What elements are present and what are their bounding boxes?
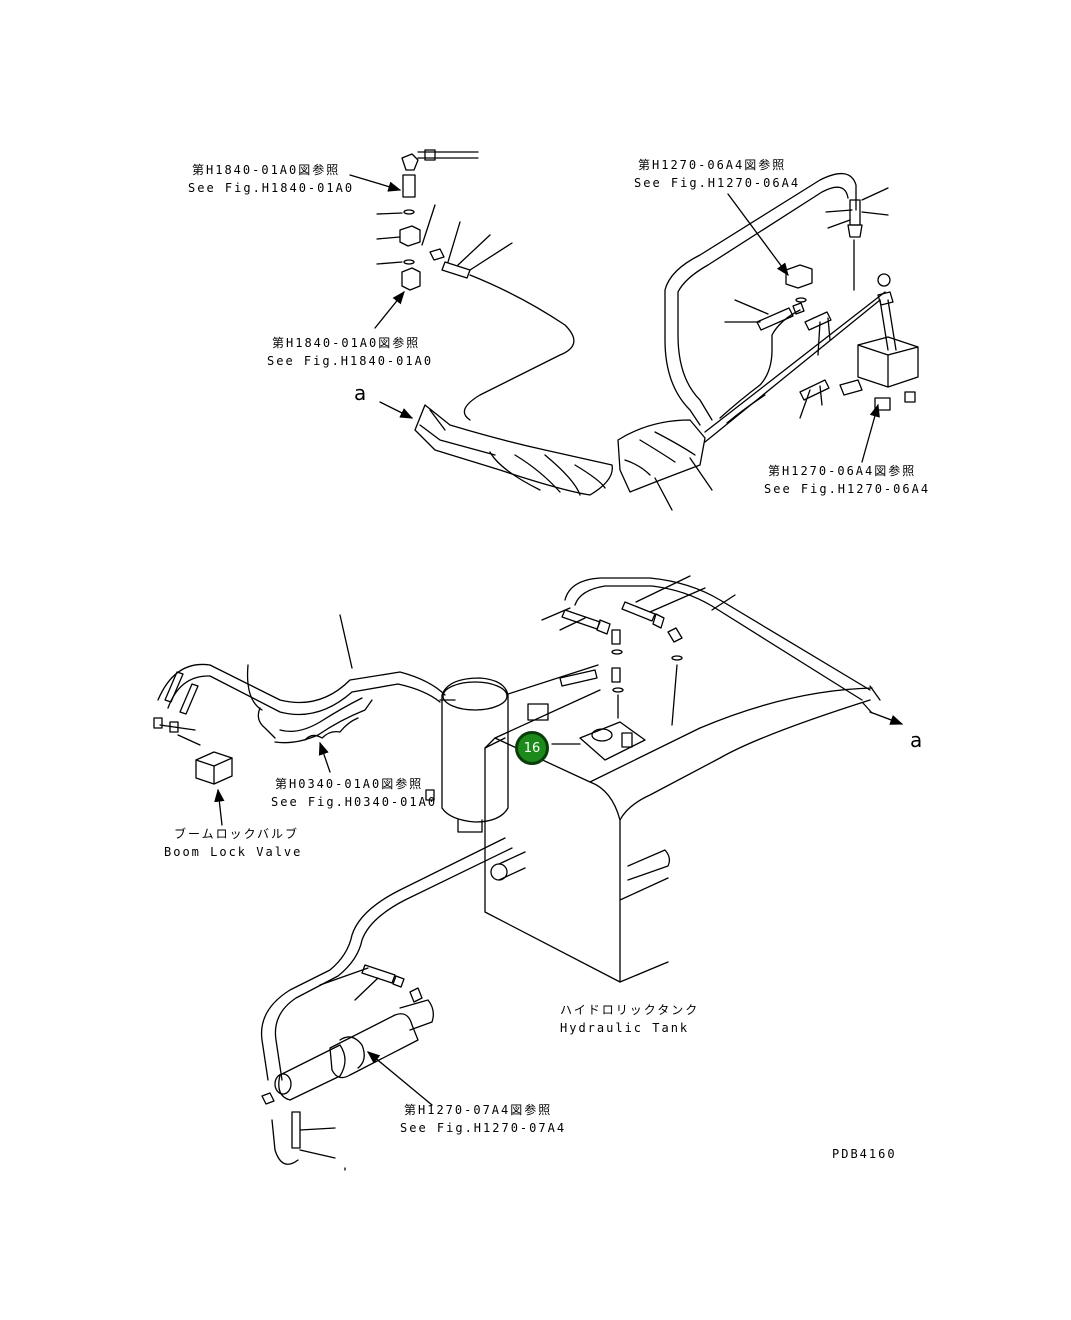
boom-lock-valve-block [195, 751, 233, 785]
bottom-assembly [153, 575, 904, 1171]
ref-h1270-07a4-jp: 第H1270-07A4図参照 [404, 1103, 553, 1117]
bottom-pipe-lower [260, 837, 506, 1081]
ref-h1270-06a4-right-en[interactable]: See Fig.H1270-06A4 [764, 482, 931, 496]
ref-h1840-mid-en[interactable]: See Fig.H1840-01A0 [267, 354, 434, 368]
hydraulic-tank-label-en: Hydraulic Tank [560, 1021, 690, 1035]
top-loop-pipe [664, 173, 857, 426]
bottom-hose-upper-2 [621, 601, 656, 622]
hydraulic-tank [484, 737, 621, 983]
top-adapter [402, 174, 416, 198]
bottom-hose-mid [559, 669, 598, 687]
right-valve-block [857, 336, 919, 388]
top-small-hose [441, 261, 471, 279]
bottom-small-hose [291, 1111, 301, 1149]
bottom-pipe-right [564, 577, 871, 701]
ref-h1270-07a4-en[interactable]: See Fig.H1270-07A4 [400, 1121, 567, 1135]
top-elbow-block [401, 267, 421, 291]
ref-h0340-en[interactable]: See Fig.H0340-01A0 [271, 795, 438, 809]
ref-h1270-06a4-top-jp: 第H1270-06A4図参照 [638, 158, 787, 172]
ref-h0340-jp: 第H0340-01A0図参照 [275, 777, 424, 791]
drawing-code: PDB4160 [832, 1147, 897, 1161]
boom-lock-valve-label-en: Boom Lock Valve [164, 845, 303, 859]
boom-lock-valve-label-jp: ブームロックバルブ [174, 827, 300, 841]
right-hose-2 [804, 311, 832, 331]
hydraulic-tank-label-jp: ハイドロリックタンク [560, 1003, 700, 1017]
bottom-hose-boom [274, 699, 373, 744]
callout-16[interactable]: 16 [515, 731, 549, 765]
top-assembly [349, 149, 919, 511]
top-solenoid [785, 264, 813, 289]
ref-h1840-top-jp: 第H1840-01A0図参照 [192, 163, 341, 177]
ref-h1840-top-en[interactable]: See Fig.H1840-01A0 [188, 181, 355, 195]
ref-h1840-mid-jp: 第H1840-01A0図参照 [272, 336, 421, 350]
connection-marker-a-top: a [354, 381, 367, 405]
top-bundle-right [617, 419, 706, 493]
top-pipe-2 [704, 291, 886, 443]
top-bundle-left [414, 404, 613, 496]
top-elbow-fitting [401, 153, 419, 171]
ref-h1270-06a4-top-en[interactable]: See Fig.H1270-06A4 [634, 176, 801, 190]
connection-marker-a-bottom: a [910, 728, 923, 752]
right-upper-hose [849, 199, 861, 226]
top-tee-block [399, 225, 421, 247]
top-hose-upper [417, 151, 479, 159]
filter-canister [441, 677, 509, 823]
ref-h1270-06a4-right-jp: 第H1270-06A4図参照 [768, 464, 917, 478]
top-pipe-1 [463, 274, 575, 421]
right-hose-1 [756, 307, 794, 331]
bottom-pipe-left [157, 663, 446, 704]
right-hose-3 [799, 379, 830, 401]
bottom-cylinder [329, 1013, 419, 1079]
tank-cap [579, 721, 646, 761]
